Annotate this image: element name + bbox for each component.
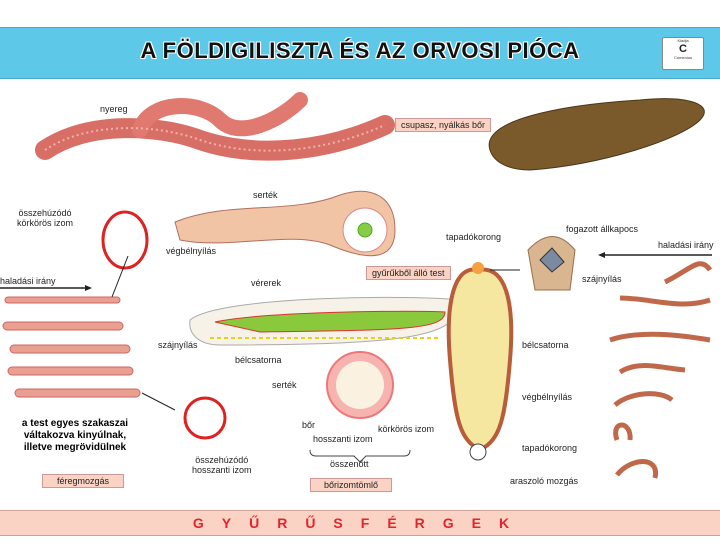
label-direction-worm: haladási irány: [0, 276, 56, 286]
label-szajnyilas: szájnyílás: [158, 340, 198, 350]
label-circ-muscle: összehúzódó körkörös izom: [16, 208, 73, 228]
cross-section-long: [183, 396, 227, 440]
label-sertek: serték: [253, 190, 278, 200]
label-feregmozgas: féregmozgás: [42, 474, 124, 488]
worm-anatomy-illustration: [189, 296, 461, 346]
movement-description: a test egyes szakaszai váltakozva kinyúl…: [21, 418, 129, 453]
label-allkapocs: fogazott állkapocs: [566, 224, 639, 234]
label-osszenott: összenőtt: [330, 459, 369, 469]
label-araszolo: araszoló mozgás: [510, 476, 579, 486]
label-borizomtomlo: bőrizomtömlő: [310, 478, 392, 492]
earthworm-illustration: [35, 92, 395, 161]
label-korkoros: körkörös izom: [378, 424, 435, 434]
label-leech-vegbelnyilas: végbélnyílás: [522, 392, 573, 402]
title-bar: A FÖLDIGILISZTA ÉS AZ ORVOSI PIÓCA Kiadj…: [0, 27, 720, 79]
label-direction-leech: haladási irány: [658, 240, 714, 250]
worm-segment-illustration: [174, 190, 396, 257]
label-tapadokorong-bottom: tapadókorong: [522, 443, 578, 453]
label-rings: gyűrűkből álló test: [366, 266, 451, 280]
label-leech-szajnyilas: szájnyílás: [582, 274, 622, 284]
label-long-muscle: összehúzódó hosszanti izom: [192, 455, 252, 475]
cross-section-contracted: [101, 210, 149, 270]
footer-title: GYŰRŰSFÉRGEK: [192, 515, 528, 531]
footer-bar: GYŰRŰSFÉRGEK: [0, 510, 720, 536]
page-title: A FÖLDIGILISZTA ÉS AZ ORVOSI PIÓCA: [140, 38, 580, 63]
leech-anatomy-illustration: [446, 267, 514, 453]
label-nyereg: nyereg: [100, 104, 128, 114]
label-hosszanti: hosszanti izom: [313, 434, 373, 444]
label-belcsatorna: bélcsatorna: [235, 355, 282, 365]
label-section-sertek: serték: [272, 380, 297, 390]
label-skin: csupasz, nyálkás bőr: [395, 118, 492, 132]
label-bor: bőr: [302, 420, 316, 430]
label-tapadokorong-top: tapadókorong: [446, 232, 502, 242]
label-vegbelnyilas: végbélnyílás: [166, 246, 217, 256]
leech-illustration: [488, 98, 705, 171]
label-leech-belcsatorna: bélcsatorna: [522, 340, 569, 350]
label-ererek: vérerek: [251, 278, 282, 288]
